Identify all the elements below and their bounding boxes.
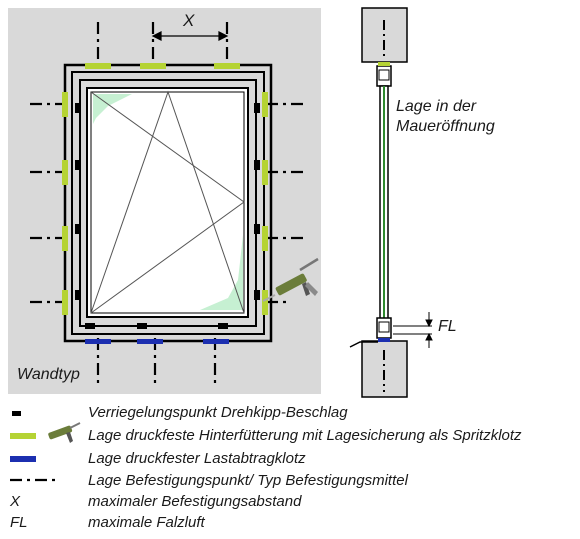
legend-text-max-distance: maximaler Befestigungsabstand xyxy=(88,493,302,510)
section-caption-line2: Maueröffnung xyxy=(396,118,495,135)
blue-load-blocks xyxy=(85,339,229,344)
legend-text-green-backing: Lage druckfeste Hinterfütterung mit Lage… xyxy=(88,427,522,444)
x-dimension-label: X xyxy=(183,11,195,30)
legend-text-blue-load-block: Lage druckfester Lastabtragklotz xyxy=(88,450,306,467)
locking-points xyxy=(75,103,260,329)
legend-text-max-rebate-gap: maximale Falzluft xyxy=(88,514,205,531)
opening-direction-lines xyxy=(90,90,245,314)
legend-symbol-green-bar xyxy=(10,433,36,439)
legend-symbol-x: X xyxy=(10,493,21,510)
wall-top xyxy=(361,7,408,63)
window-frame xyxy=(63,63,273,343)
wall-type-label: Wandtyp xyxy=(17,366,80,383)
caulking-gun-icon xyxy=(262,257,319,302)
legend-text-locking-point: Verriegelungspunkt Drehkipp-Beschlag xyxy=(88,404,348,421)
legend-symbol-fl: FL xyxy=(10,514,28,531)
legend-caulking-gun-icon xyxy=(48,422,81,443)
wall-bottom xyxy=(361,340,408,398)
legend-symbol-blue-bar xyxy=(10,456,36,462)
window-sash xyxy=(86,87,249,318)
green-backing-blocks xyxy=(62,63,268,315)
fl-dimension xyxy=(393,312,433,348)
window-section-profile xyxy=(349,62,392,348)
fl-marker-label: FL xyxy=(438,318,457,335)
legend-text-fixing-point: Lage Befestigungspunkt/ Typ Befestigungs… xyxy=(88,472,408,489)
glazing-corner-hints xyxy=(93,94,243,310)
legend-symbol-locking-point xyxy=(12,411,21,416)
section-caption-line1: Lage in der xyxy=(396,98,477,115)
x-dimension-arrow xyxy=(151,31,229,41)
window-frame-inner xyxy=(71,71,265,335)
